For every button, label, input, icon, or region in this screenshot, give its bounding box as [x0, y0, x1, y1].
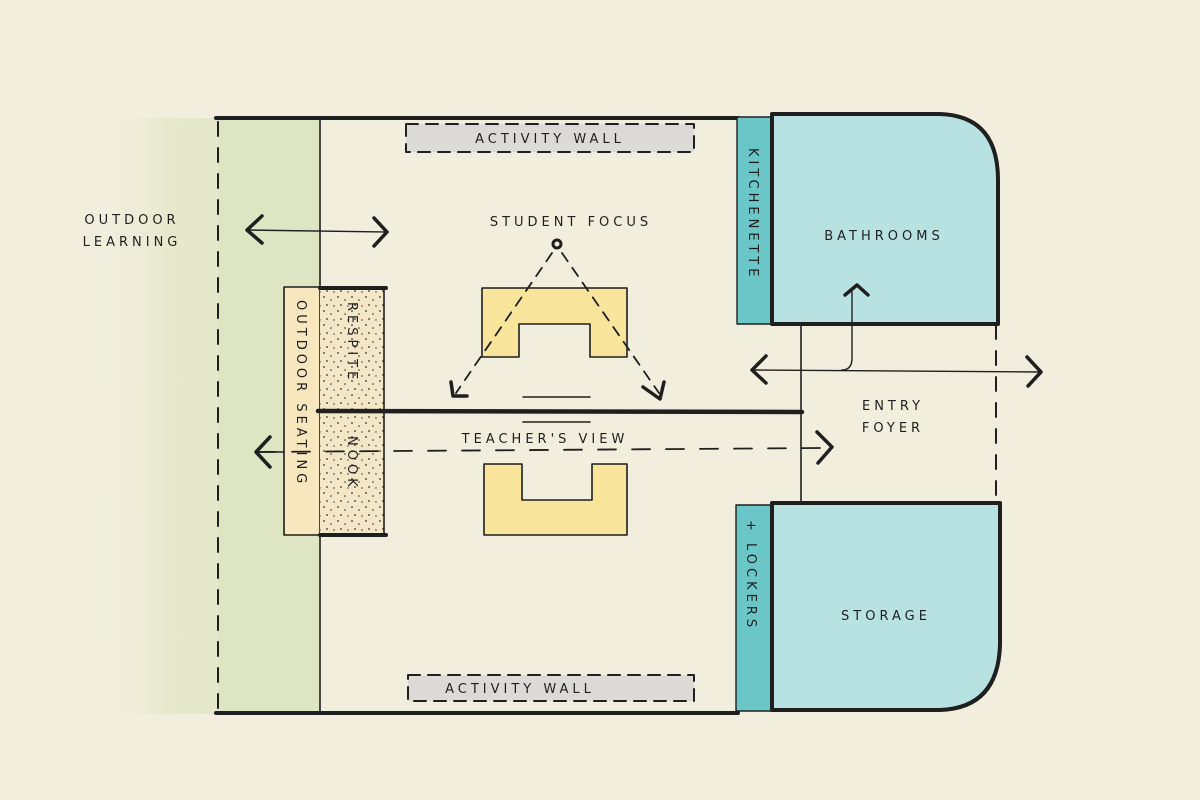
sight-arrow-left — [449, 380, 469, 398]
activity-wall-top-label: ACTIVITY WALL — [475, 132, 625, 147]
nook-label: NOOK — [344, 436, 359, 491]
lockers-label: + LOCKERS — [743, 520, 758, 631]
student-focus-label: STUDENT FOCUS — [490, 215, 652, 230]
outdoor-seating-label: OUTDOOR SEATING — [293, 300, 308, 487]
bathrooms-label: BATHROOMS — [824, 229, 943, 244]
kitchenette-label: KITCHENETTE — [745, 148, 760, 280]
storage-label: STORAGE — [841, 609, 931, 624]
entry-label-2: FOYER — [862, 421, 924, 436]
activity-wall-bottom: ACTIVITY WALL — [407, 674, 695, 702]
student-desk-bottom — [483, 463, 628, 536]
entry-label-1: ENTRY — [862, 399, 924, 414]
activity-wall-bottom-label: ACTIVITY WALL — [445, 682, 595, 697]
central-divider-wall — [315, 408, 805, 415]
storage — [770, 501, 1002, 712]
student-desk-top — [481, 287, 628, 358]
double-arrow-outdoor-connection — [245, 214, 389, 248]
outdoor-learning-label-1: OUTDOOR — [84, 213, 179, 228]
entry-circulation-arrows — [750, 283, 1043, 388]
kitchenette — [736, 116, 773, 325]
outdoor-seating — [283, 286, 321, 536]
outdoor-learning-label-2: LEARNING — [83, 235, 182, 250]
student-focus-point — [551, 238, 563, 250]
activity-wall-top: ACTIVITY WALL — [405, 123, 695, 153]
bathrooms — [770, 112, 1000, 326]
teachers-view-arrow-left — [254, 435, 272, 469]
respite-label: RESPITE — [344, 302, 359, 383]
teachers-view-arrow-right — [815, 430, 834, 465]
teachers-view-label: TEACHER'S VIEW — [461, 432, 629, 447]
sight-arrow-right — [641, 380, 666, 401]
lockers — [735, 504, 773, 712]
